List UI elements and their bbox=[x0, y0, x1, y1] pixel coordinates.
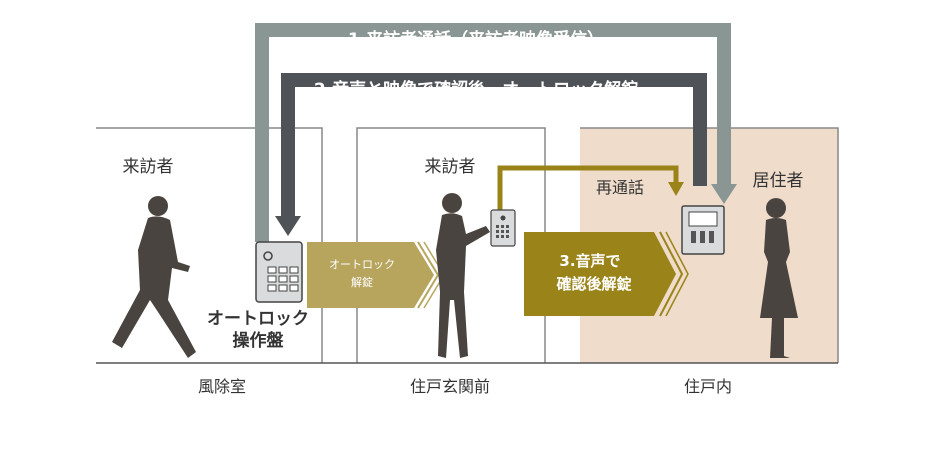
unlock-arrow: オートロック 解錠 bbox=[307, 241, 445, 309]
resident-label: 居住者 bbox=[753, 171, 804, 191]
entrance-room-label: 住戸玄関前 bbox=[410, 377, 490, 396]
vestibule-visitor-label: 来訪者 bbox=[123, 157, 174, 177]
camera-icon bbox=[263, 251, 273, 261]
recall-path: 再通話 bbox=[497, 165, 684, 210]
vestibule-room-label: 風除室 bbox=[198, 377, 246, 396]
flow2-label: 2.音声と映像で確認後、オートロック解錠 bbox=[314, 79, 638, 100]
walking-visitor-silhouette bbox=[112, 196, 196, 358]
flow1-path: 1.来訪者通話（来訪者映像受信） bbox=[255, 23, 737, 242]
autolock-panel-device bbox=[255, 241, 303, 303]
keypad-icon bbox=[267, 266, 299, 292]
entrance-visitor-label: 来訪者 bbox=[425, 157, 476, 177]
panel-label-line2: 操作盤 bbox=[233, 330, 285, 351]
entrance-visitor-silhouette bbox=[436, 193, 490, 358]
interior-room-wall bbox=[580, 127, 839, 363]
entrance-intercom-device bbox=[490, 209, 516, 247]
flow1-label: 1.来訪者通話（来訪者映像受信） bbox=[348, 29, 604, 50]
resident-silhouette bbox=[760, 198, 798, 358]
unlock-arrow-line1: オートロック bbox=[329, 258, 395, 271]
indoor-monitor-device bbox=[681, 205, 725, 255]
interior-room-label: 住戸内 bbox=[684, 377, 732, 396]
step3-label-line1: 3.音声で bbox=[559, 252, 620, 270]
panel-label-line1: オートロック bbox=[207, 309, 309, 329]
flow2-path: 2.音声と映像で確認後、オートロック解錠 bbox=[275, 73, 707, 236]
step3-arrow: 3.音声で 確認後解錠 bbox=[524, 231, 689, 317]
recall-label: 再通話 bbox=[596, 178, 644, 197]
unlock-arrow-line2: 解錠 bbox=[351, 275, 373, 289]
step3-label-line2: 確認後解錠 bbox=[555, 275, 631, 293]
